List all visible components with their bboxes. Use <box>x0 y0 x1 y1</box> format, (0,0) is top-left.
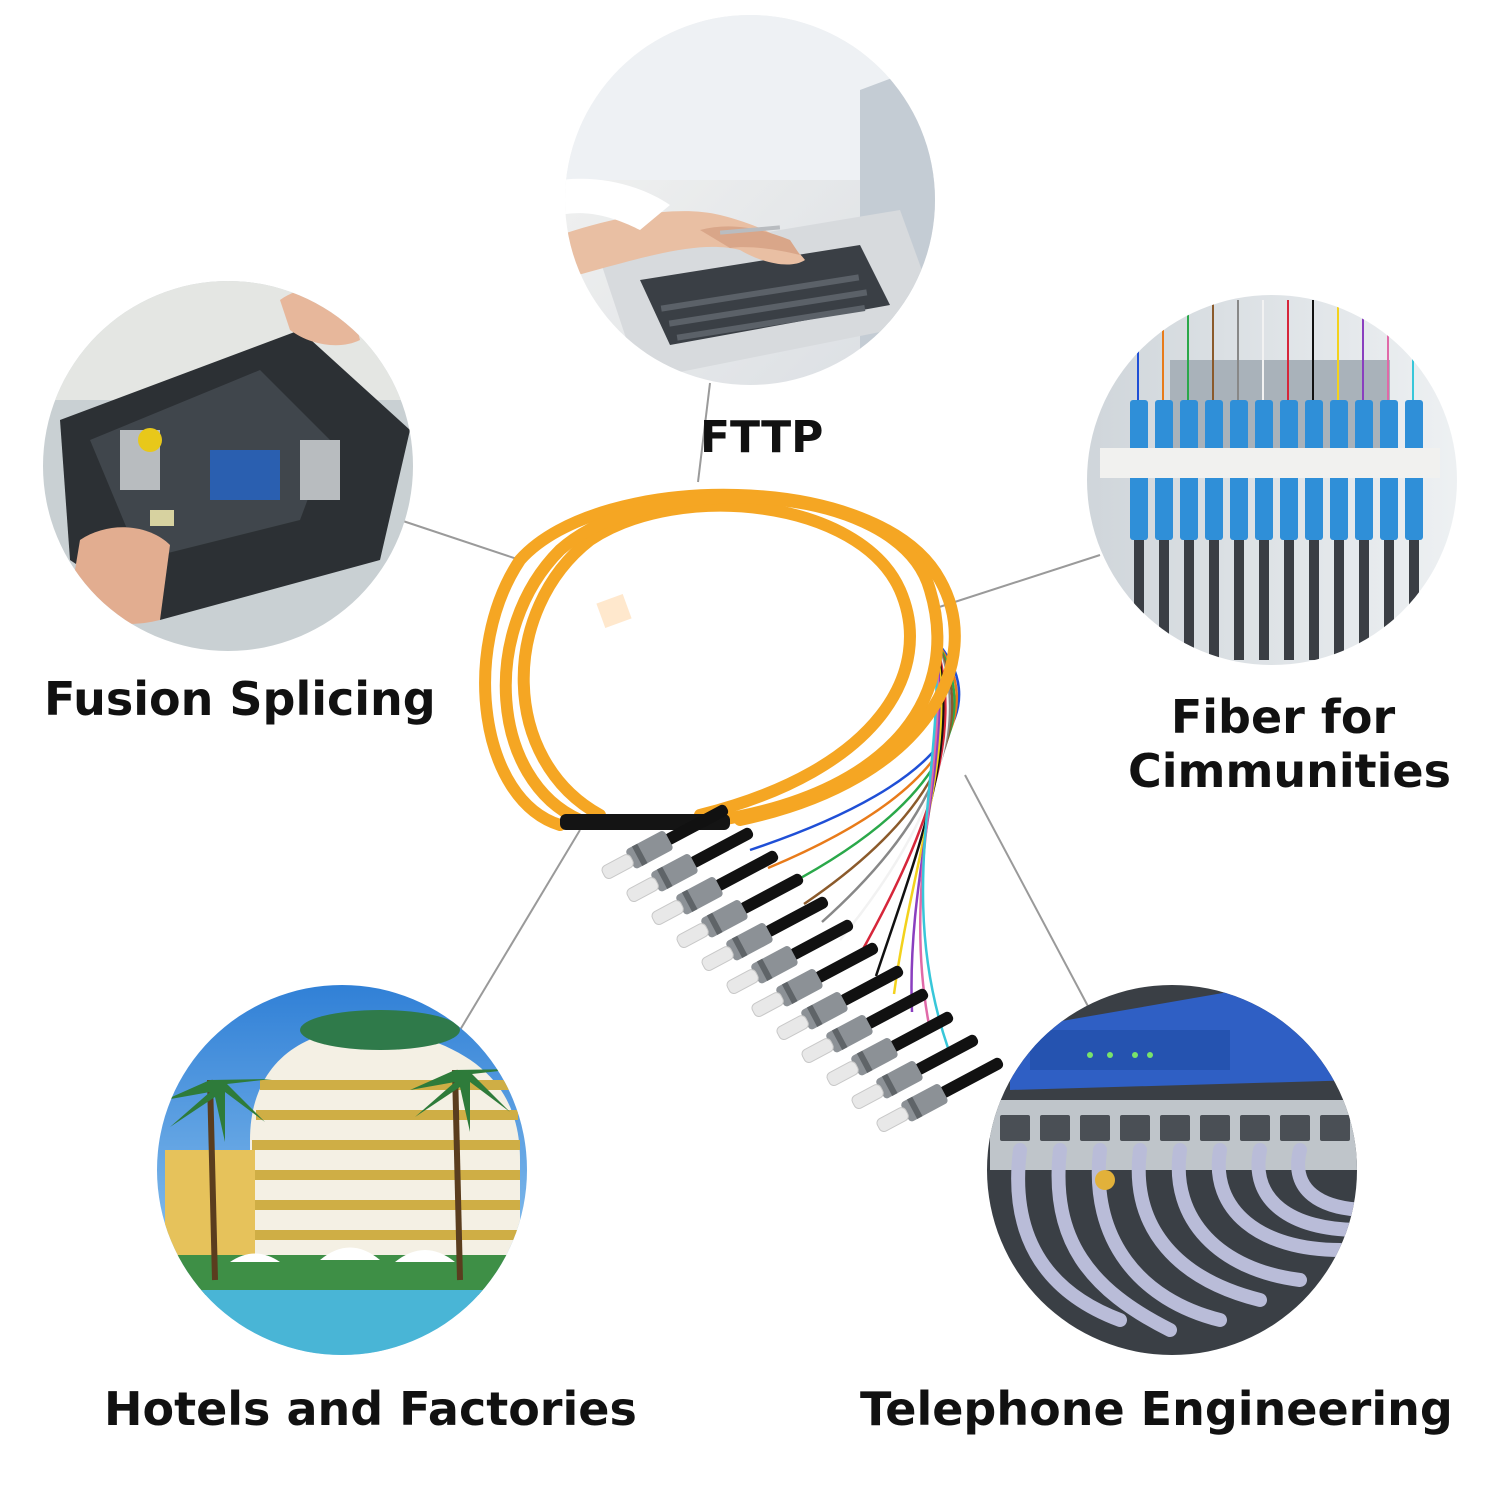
fttp-photo <box>565 15 935 385</box>
st-connector <box>676 873 804 949</box>
st-connector <box>876 1057 1004 1133</box>
sc-cable <box>1159 540 1169 660</box>
rj45-port <box>1040 1115 1070 1141</box>
product-image <box>479 488 1004 1133</box>
label-fttp: FTTP <box>700 412 824 463</box>
rj45-port <box>1240 1115 1270 1141</box>
st-connector <box>801 988 929 1064</box>
sc-cable <box>1134 540 1144 660</box>
st-connector <box>626 827 754 903</box>
rj45-port <box>1280 1115 1310 1141</box>
sc-cable <box>1384 540 1394 660</box>
sc-cable <box>1209 540 1219 660</box>
label-fiber-line2: Cimmunities <box>1128 744 1451 798</box>
sc-cable <box>1334 540 1344 660</box>
st-connector <box>726 919 854 995</box>
rj45-port <box>1000 1115 1030 1141</box>
sc-cable <box>1184 540 1194 660</box>
sc-cable <box>1409 540 1419 660</box>
rj45-port <box>1160 1115 1190 1141</box>
label-fiber-for-communities: Fiber for Cimmunities <box>1128 690 1451 798</box>
sc-cable <box>1259 540 1269 660</box>
rj45-port <box>1320 1115 1350 1141</box>
st-connector <box>776 965 904 1041</box>
st-connector <box>851 1034 979 1110</box>
st-connector <box>651 850 779 926</box>
rj45-port <box>1120 1115 1150 1141</box>
rj45-port <box>1080 1115 1110 1141</box>
st-connector <box>701 896 829 972</box>
label-fiber-line1: Fiber for <box>1170 690 1396 744</box>
leader-lines <box>399 382 1101 1031</box>
fusion-photo <box>43 281 413 651</box>
sc-cable <box>1309 540 1319 660</box>
st-connector <box>751 942 879 1018</box>
sc-cable <box>1234 540 1244 660</box>
label-fusion-splicing: Fusion Splicing <box>44 672 436 726</box>
sc-cable <box>1359 540 1369 660</box>
label-hotels-and-factories: Hotels and Factories <box>104 1382 637 1436</box>
sc-cable <box>1284 540 1294 660</box>
st-connector <box>601 804 729 880</box>
rj45-port <box>1200 1115 1230 1141</box>
hotels-photo <box>157 985 527 1355</box>
fiber-photo <box>1087 295 1457 665</box>
label-telephone-engineering: Telephone Engineering <box>860 1382 1453 1436</box>
telephone-photo <box>987 985 1357 1355</box>
st-connector <box>826 1011 954 1087</box>
